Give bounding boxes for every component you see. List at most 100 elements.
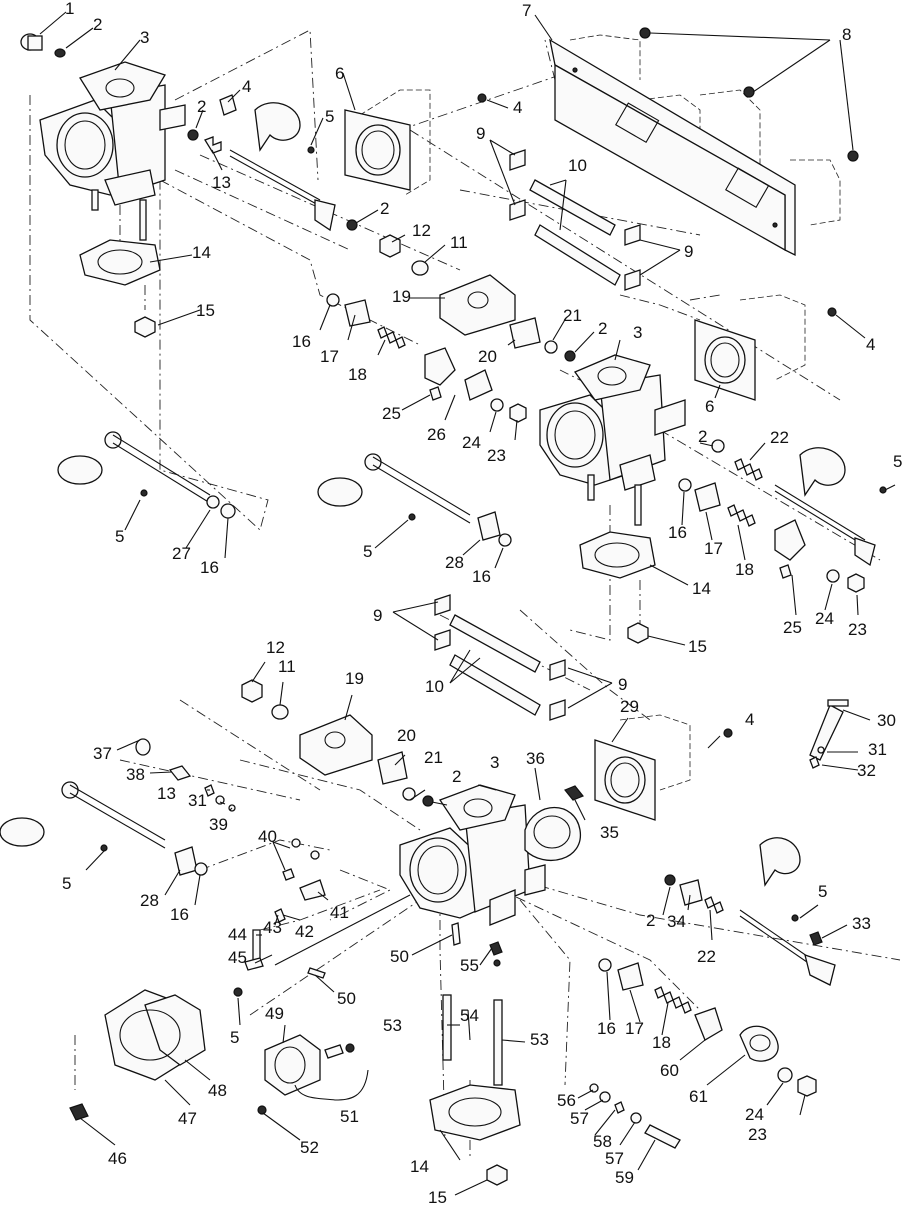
label-2: 2 <box>380 199 389 218</box>
label-26: 26 <box>427 425 446 444</box>
label-23: 23 <box>487 446 506 465</box>
label-18: 18 <box>652 1033 671 1052</box>
label-4: 4 <box>513 98 522 117</box>
throttle-shaft-right-mid <box>774 447 887 567</box>
label-15: 15 <box>428 1188 447 1206</box>
label-10: 10 <box>568 156 587 175</box>
label-36: 36 <box>526 749 545 768</box>
part-8-screw-a <box>639 27 651 39</box>
label-54: 54 <box>460 1006 479 1025</box>
label-15: 15 <box>196 301 215 320</box>
part-4-screw <box>219 94 237 116</box>
label-11: 11 <box>278 657 296 676</box>
carburetor-1 <box>39 61 186 241</box>
label-20: 20 <box>397 726 416 745</box>
label-9: 9 <box>684 242 693 261</box>
label-27: 27 <box>172 544 191 563</box>
label-57: 57 <box>605 1149 624 1168</box>
label-35: 35 <box>600 823 619 842</box>
label-4: 4 <box>866 335 875 354</box>
label-2: 2 <box>598 319 607 338</box>
label-57: 57 <box>570 1109 589 1128</box>
label-22: 22 <box>697 947 716 966</box>
label-9: 9 <box>618 675 627 694</box>
linkage-rods-top <box>509 149 641 291</box>
label-6: 6 <box>705 397 714 416</box>
label-51: 51 <box>340 1107 359 1126</box>
spring-stack-top <box>326 293 406 349</box>
label-14: 14 <box>410 1157 429 1176</box>
label-58: 58 <box>593 1132 612 1151</box>
parts-40-45 <box>233 838 503 997</box>
part-11-washer <box>411 260 429 276</box>
bracket-bottom <box>299 714 373 776</box>
label-52: 52 <box>300 1138 319 1157</box>
label-15: 15 <box>688 637 707 656</box>
throttle-shaft-right-bottom <box>739 837 836 986</box>
label-37: 37 <box>93 744 112 763</box>
label-60: 60 <box>660 1061 679 1080</box>
label-33: 33 <box>852 914 871 933</box>
throttle-body-top <box>344 109 411 191</box>
label-18: 18 <box>348 365 367 384</box>
label-16: 16 <box>292 332 311 351</box>
label-31: 31 <box>188 791 207 810</box>
part-23-nut <box>509 403 527 423</box>
parts-56-59 <box>589 1083 681 1149</box>
label-22: 22 <box>770 428 789 447</box>
part-4-screw-bottom <box>723 728 733 738</box>
label-28: 28 <box>140 891 159 910</box>
part-2-washer-b <box>187 129 199 141</box>
throttle-shaft-center <box>317 453 512 547</box>
label-46: 46 <box>108 1149 127 1168</box>
part-2-washer-c <box>346 219 358 231</box>
label-20: 20 <box>478 347 497 366</box>
label-3: 3 <box>633 323 642 342</box>
label-5: 5 <box>62 874 71 893</box>
label-4: 4 <box>242 77 251 96</box>
label-53: 53 <box>530 1030 549 1049</box>
part-8-screw-c <box>847 150 859 162</box>
label-40: 40 <box>258 827 277 846</box>
label-3: 3 <box>490 753 499 772</box>
part-21-washer <box>544 340 558 354</box>
label-47: 47 <box>178 1109 197 1128</box>
label-5: 5 <box>230 1028 239 1047</box>
part-2-washer <box>54 48 66 58</box>
label-17: 17 <box>320 347 339 366</box>
label-16: 16 <box>170 905 189 924</box>
label-9: 9 <box>476 124 485 143</box>
label-13: 13 <box>157 784 176 803</box>
label-12: 12 <box>412 221 431 240</box>
label-44: 44 <box>228 925 247 944</box>
gasket-36 <box>524 807 581 861</box>
part-12-nut-bottom <box>241 679 263 703</box>
throttle-body-middle <box>694 319 756 401</box>
label-16: 16 <box>472 567 491 586</box>
part-35-plug <box>564 785 584 801</box>
spring-stack-bottom <box>598 958 723 1041</box>
label-25: 25 <box>382 404 401 423</box>
gasket-mid <box>579 531 656 579</box>
label-50: 50 <box>337 989 356 1008</box>
part-24-washer-b <box>826 569 840 583</box>
spring-stack-mid <box>678 478 806 579</box>
label-1: 1 <box>65 0 74 18</box>
carburetor-3 <box>399 784 546 926</box>
label-6: 6 <box>335 64 344 83</box>
bracket-51 <box>294 1069 369 1101</box>
label-5: 5 <box>325 107 334 126</box>
part-22-spring <box>734 458 763 481</box>
throttle-shaft-left-bottom <box>0 781 208 876</box>
adjust-screw-30 <box>809 699 849 769</box>
label-28: 28 <box>445 553 464 572</box>
part-15-nut-mid <box>627 622 649 644</box>
label-11: 11 <box>450 233 468 252</box>
part-12-nut <box>379 234 401 258</box>
bracket-top <box>439 274 516 336</box>
spring-stack-bottom-right <box>664 874 724 914</box>
label-38: 38 <box>126 765 145 784</box>
label-30: 30 <box>877 711 896 730</box>
part-8-screw-b <box>743 86 755 98</box>
label-10: 10 <box>425 677 444 696</box>
